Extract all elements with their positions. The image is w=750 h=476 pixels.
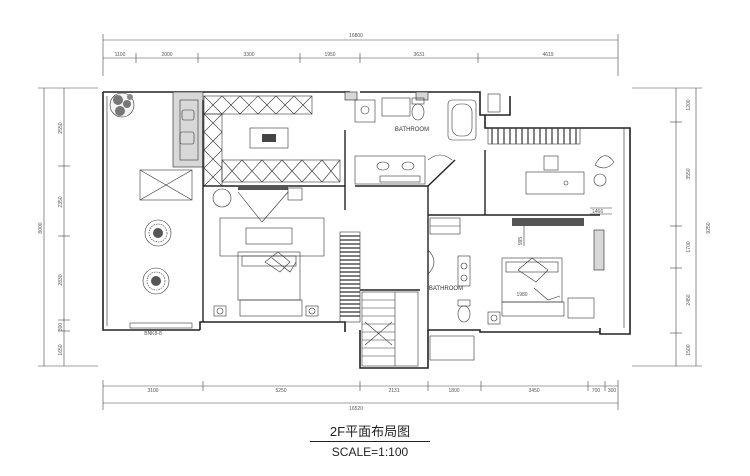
interior-walls	[202, 100, 600, 330]
study-room	[487, 127, 615, 215]
double-bed-icon	[237, 251, 303, 317]
top-dimension: 1100	[115, 52, 126, 58]
master-bedroom	[212, 186, 361, 323]
lower-bathroom	[427, 217, 475, 361]
bathtub-icon	[447, 99, 477, 141]
right-dimension-chain	[632, 87, 702, 367]
lounge-chair-icon	[144, 219, 172, 247]
lounge-chair-icon	[142, 267, 170, 295]
top-dimension: 4619	[542, 52, 553, 58]
balcony-area	[109, 92, 195, 329]
left-dimension-chain	[38, 87, 98, 367]
toilet-icon	[457, 299, 471, 323]
room-label-bathroom: BATHROOM	[395, 127, 429, 133]
desk-icon	[525, 155, 585, 195]
right-dimension: 1500	[686, 344, 692, 355]
inner-dimension: 1466	[592, 209, 603, 215]
top-dimension: 3300	[243, 52, 254, 58]
top-dimension: 3631	[413, 52, 424, 58]
double-bed-icon	[501, 257, 565, 317]
inner-dimension: 1980	[516, 292, 527, 298]
armchair-icon	[593, 155, 615, 187]
exterior-walls	[102, 91, 631, 369]
dimension-labels: 16800 1100 2000 3300 1950 3631 4619 3100…	[38, 33, 712, 412]
left-total-dimension: 8000	[38, 222, 44, 233]
bottom-dimension: 300	[608, 388, 617, 394]
top-dimension: 1950	[324, 52, 335, 58]
right-dimension: 2450	[686, 294, 692, 305]
drawing-scale: SCALE=1:100	[331, 445, 409, 459]
right-dimension: 1700	[686, 241, 692, 252]
room-label-bathroom: BATHROOM	[429, 286, 463, 292]
left-dimension: 1650	[58, 344, 64, 355]
top-total-dimension: 16800	[349, 33, 363, 39]
bottom-dimension: 3100	[147, 388, 158, 394]
bottom-dimension-chain	[102, 380, 619, 410]
bottom-dimension: 5250	[275, 388, 286, 394]
toilet-icon	[411, 97, 425, 121]
balcony-note: BNK8-8	[144, 331, 162, 337]
bottom-dimension: 3450	[528, 388, 539, 394]
bottom-total-dimension: 16520	[349, 406, 363, 412]
staircase	[361, 291, 419, 367]
top-dimension: 2000	[161, 52, 172, 58]
title-underline	[310, 441, 430, 442]
wardrobe-cabinets	[179, 95, 341, 187]
right-dimension: 1200	[686, 99, 692, 110]
left-dimension: 2550	[58, 122, 64, 133]
drawing-title: 2F平面布局图	[329, 424, 411, 439]
right-total-dimension: 9250	[706, 222, 712, 233]
left-dimension: 2830	[58, 274, 64, 285]
top-dimension-chain	[102, 34, 619, 76]
right-dimension: 3550	[686, 168, 692, 179]
bottom-dimension: 1800	[448, 388, 459, 394]
inner-dimension: 995	[518, 237, 524, 246]
left-dimension: 300	[58, 323, 64, 332]
bottom-dimension: 2131	[388, 388, 399, 394]
left-dimension: 2350	[58, 196, 64, 207]
bottom-dimension: 700	[592, 388, 601, 394]
secondary-bedroom	[487, 218, 595, 325]
upper-bathroom	[354, 93, 501, 185]
